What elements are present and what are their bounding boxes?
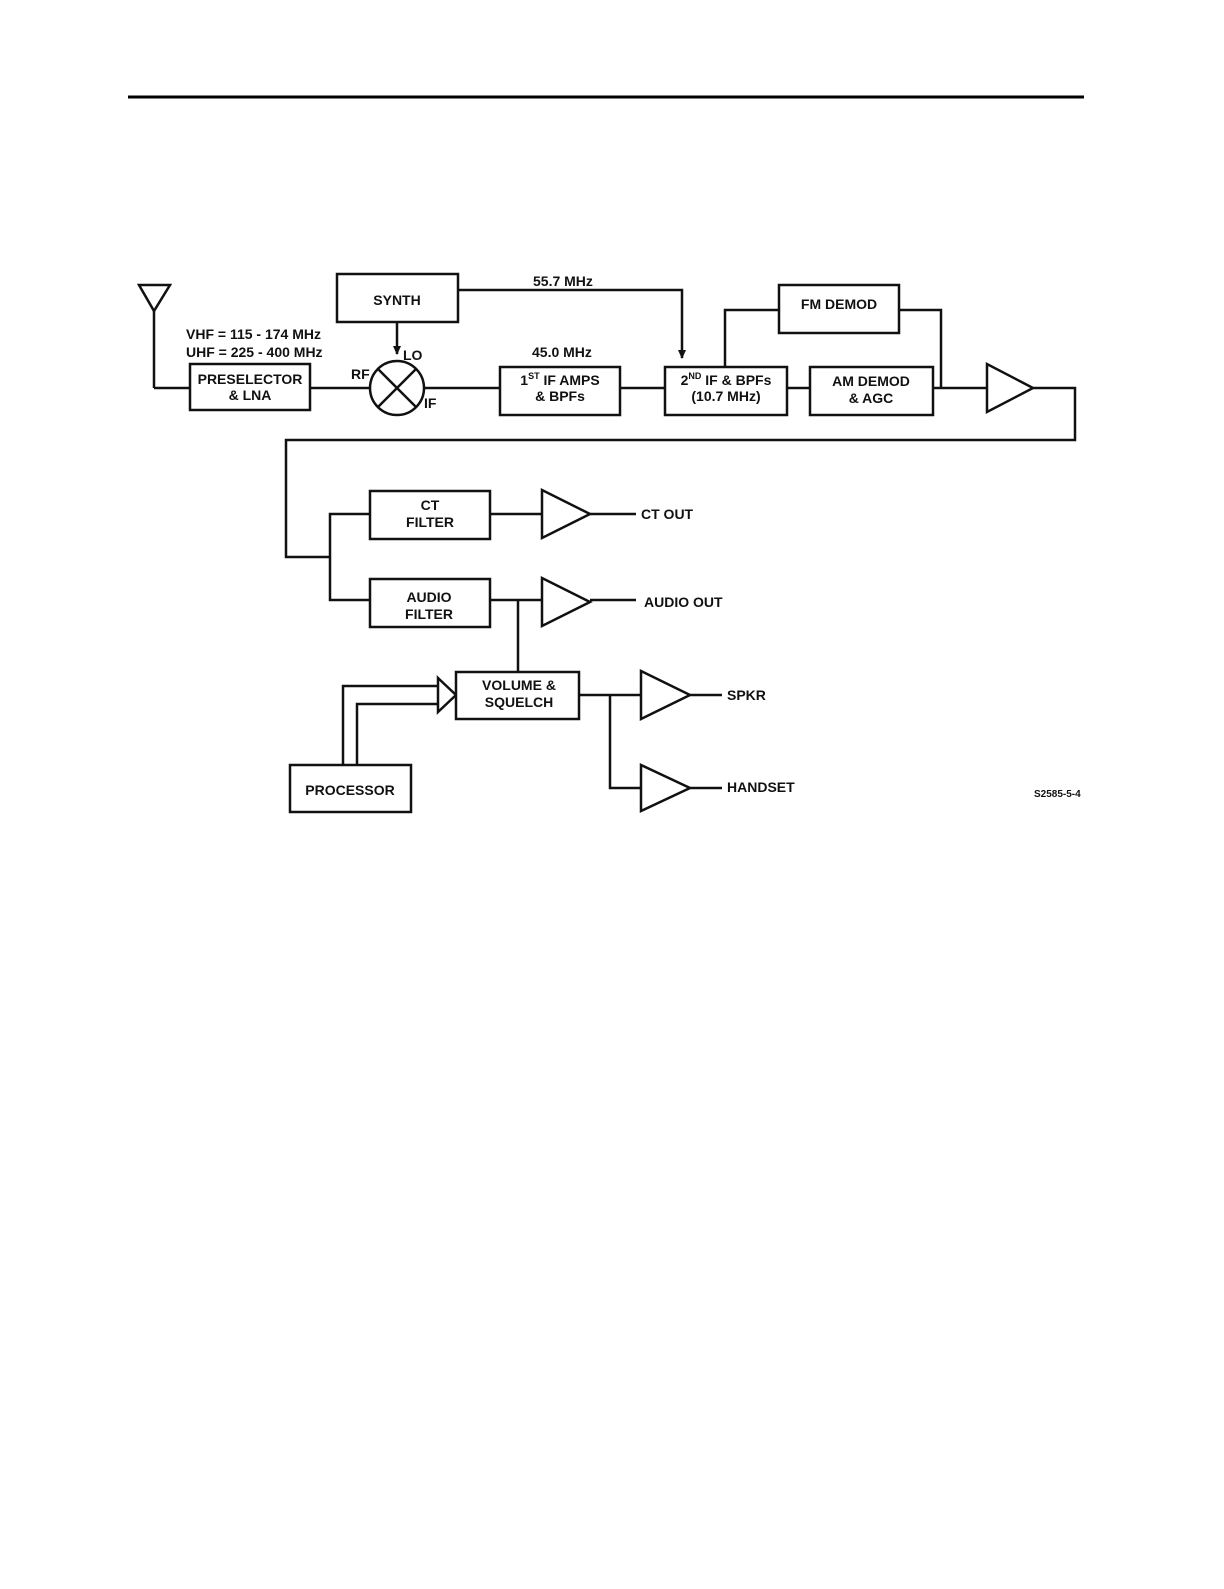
if1-label-line2: & BPFs xyxy=(535,388,585,404)
fm-demod-label: FM DEMOD xyxy=(801,296,877,312)
audio-out-label: AUDIO OUT xyxy=(644,594,723,610)
preselector-label-line2: & LNA xyxy=(229,387,272,403)
processor-label: PROCESSOR xyxy=(305,782,394,798)
mixer-if-label: IF xyxy=(424,395,437,411)
synth-label: SYNTH xyxy=(373,292,420,308)
handset-amplifier-icon xyxy=(641,765,690,811)
bus-arrow-icon xyxy=(438,678,456,712)
if1-frequency-label: 45.0 MHz xyxy=(532,344,592,360)
ct-amplifier-icon xyxy=(542,490,590,538)
ct-filter-label-line2: FILTER xyxy=(406,514,454,530)
audio-filter-label-line1: AUDIO xyxy=(406,589,451,605)
audio-filter-label-line2: FILTER xyxy=(405,606,453,622)
antenna-icon xyxy=(139,285,170,311)
lo2-frequency-label: 55.7 MHz xyxy=(533,273,593,289)
audio-amplifier-icon xyxy=(542,578,590,626)
uhf-band-label: UHF = 225 - 400 MHz xyxy=(186,344,323,360)
mixer-icon xyxy=(370,361,424,415)
if2-label-line2: (10.7 MHz) xyxy=(691,388,760,404)
speaker-amplifier-icon xyxy=(641,671,690,719)
signal-wires xyxy=(139,285,1075,788)
handset-label: HANDSET xyxy=(727,779,795,795)
figure-id: S2585-5-4 xyxy=(1034,789,1081,800)
ct-out-label: CT OUT xyxy=(641,506,694,522)
volume-squelch-label-line2: SQUELCH xyxy=(485,694,553,710)
mixer-lo-label: LO xyxy=(403,347,423,363)
vhf-band-label: VHF = 115 - 174 MHz xyxy=(186,326,321,342)
spkr-label: SPKR xyxy=(727,687,766,703)
preselector-label-line1: PRESELECTOR xyxy=(198,371,303,387)
main-amplifier-icon xyxy=(987,364,1033,412)
volume-squelch-label-line1: VOLUME & xyxy=(482,677,556,693)
mixer-rf-label: RF xyxy=(351,366,370,382)
am-demod-label-line1: AM DEMOD xyxy=(832,373,910,389)
ct-filter-label-line1: CT xyxy=(421,497,440,513)
am-demod-label-line2: & AGC xyxy=(849,390,894,406)
